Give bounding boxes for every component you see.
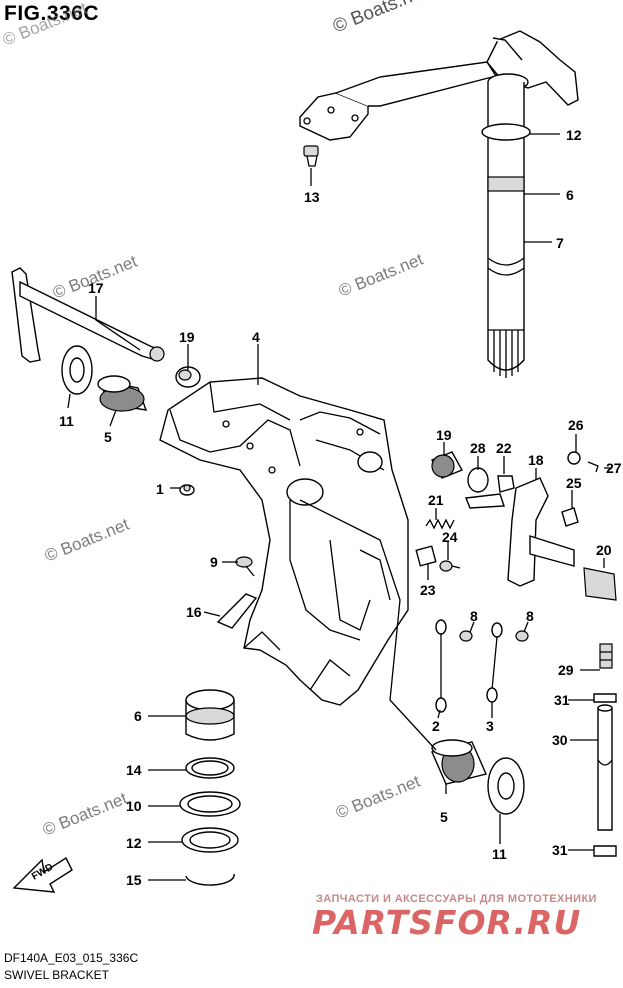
callout-label: 14 bbox=[126, 762, 142, 778]
callout-label: 12 bbox=[566, 127, 582, 143]
callout-label: 13 bbox=[304, 189, 320, 205]
callout-label: 24 bbox=[442, 529, 458, 545]
lead-wire-2 bbox=[435, 619, 447, 713]
callout-label: 18 bbox=[528, 452, 544, 468]
callout-label: 26 bbox=[568, 417, 584, 433]
leader-lines bbox=[67, 133, 612, 881]
callout-label: 10 bbox=[126, 798, 142, 814]
bushing-5-lower bbox=[431, 739, 487, 785]
steering-shaft bbox=[481, 82, 531, 378]
clip-31 bbox=[593, 693, 617, 703]
bolt-8 bbox=[459, 630, 473, 642]
callout-label: 16 bbox=[186, 604, 202, 620]
grease-fitting-29 bbox=[599, 643, 613, 669]
bushing-19-right bbox=[431, 451, 463, 479]
callout-label: 5 bbox=[440, 809, 448, 825]
callout-label: 21 bbox=[428, 492, 444, 508]
callout-label: 29 bbox=[558, 662, 574, 678]
callout-label: 22 bbox=[496, 440, 512, 456]
callout-label: 23 bbox=[420, 582, 436, 598]
bolt-8 bbox=[515, 630, 529, 642]
spring-21 bbox=[425, 518, 455, 530]
fwd-arrow-icon: FWD bbox=[12, 856, 73, 893]
callout-label: 5 bbox=[104, 429, 112, 445]
callout-label: 8 bbox=[470, 608, 478, 624]
callout-label: 19 bbox=[436, 427, 452, 443]
callout-label: 2 bbox=[432, 718, 440, 734]
callout-label: 1 bbox=[156, 481, 164, 497]
callout-label: 17 bbox=[88, 280, 104, 296]
callout-label: 6 bbox=[566, 187, 574, 203]
lead-wire-3 bbox=[486, 622, 503, 703]
shop-watermark-caption: ЗАПЧАСТИ И АКСЕССУАРЫ ДЛЯ МОТОТЕХНИКИ bbox=[316, 893, 597, 905]
bolt-9 bbox=[235, 556, 255, 577]
callout-label: 25 bbox=[566, 475, 582, 491]
callout-label: 27 bbox=[606, 460, 622, 476]
bushing-5 bbox=[97, 375, 148, 412]
grease-nipple-1 bbox=[179, 484, 195, 496]
callout-label: 31 bbox=[552, 842, 568, 858]
washer-11-lower bbox=[487, 757, 525, 815]
bolt-24 bbox=[439, 560, 461, 572]
clip-23 bbox=[415, 545, 437, 567]
washer-26 bbox=[567, 451, 581, 465]
lever-18 bbox=[507, 477, 575, 587]
callout-label: 12 bbox=[126, 835, 142, 851]
callout-label: 11 bbox=[59, 413, 74, 429]
figure-code: DF140A_E03_015_336C bbox=[4, 951, 139, 965]
parts-28-22 bbox=[465, 467, 515, 509]
callout-label: 8 bbox=[526, 608, 534, 624]
bolt-13 bbox=[303, 145, 319, 167]
callout-label: 4 bbox=[252, 329, 260, 345]
snap-ring-15 bbox=[185, 873, 235, 886]
pin-27 bbox=[587, 461, 599, 473]
callout-label: 11 bbox=[492, 846, 507, 862]
pad-20 bbox=[583, 567, 617, 601]
callout-label: 7 bbox=[556, 235, 564, 251]
steering-bracket bbox=[299, 30, 579, 141]
callout-label: 9 bbox=[210, 554, 218, 570]
clip-31 bbox=[593, 845, 617, 857]
collar-25 bbox=[561, 507, 579, 527]
callout-label: 3 bbox=[486, 718, 494, 734]
callout-label: 31 bbox=[554, 692, 570, 708]
figure-title: FIG.336C bbox=[4, 2, 100, 25]
swivel-bracket-4 bbox=[159, 377, 409, 706]
shop-watermark-logo: PARTSFOR.RU bbox=[312, 903, 582, 942]
callout-label: 19 bbox=[179, 329, 195, 345]
figure-caption: SWIVEL BRACKET bbox=[4, 968, 109, 982]
callout-label: 30 bbox=[552, 732, 568, 748]
hose-30 bbox=[597, 704, 613, 831]
callout-label: 28 bbox=[470, 440, 486, 456]
callout-label: 6 bbox=[134, 708, 142, 724]
callout-label: 15 bbox=[126, 872, 142, 888]
bushing-6-lower bbox=[185, 689, 235, 741]
callout-label: 20 bbox=[596, 542, 612, 558]
lever-16 bbox=[216, 593, 258, 629]
